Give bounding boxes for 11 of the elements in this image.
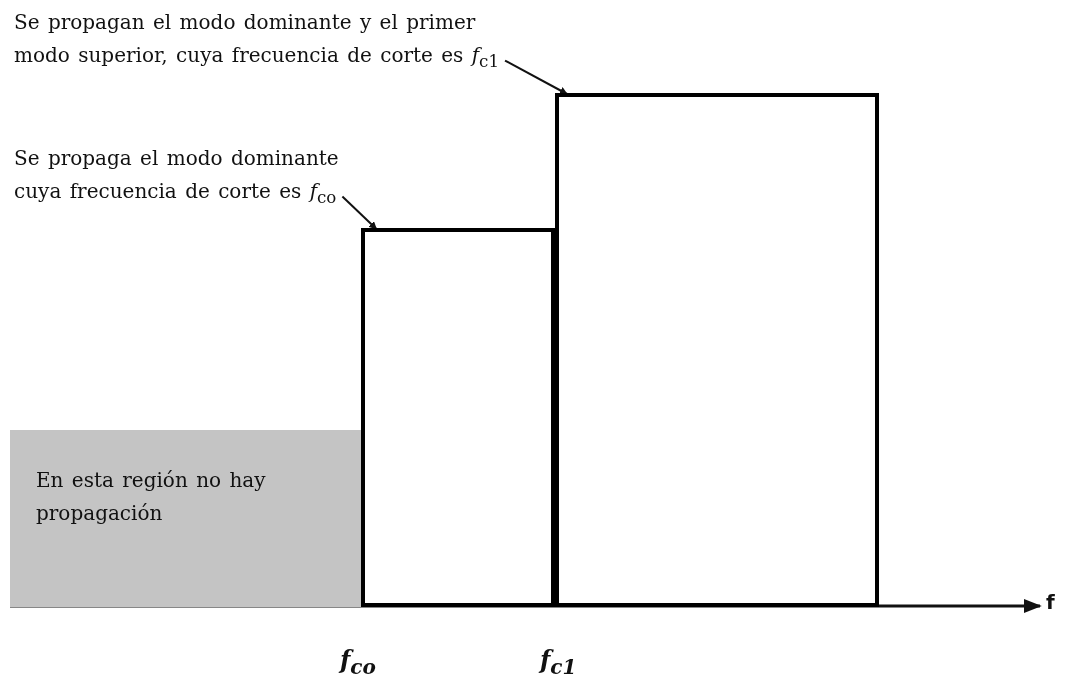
annotation-text: Se propagan el modo dominante y el primer modo superior, cuya frecuencia de corte es f$_{c1}$ (14, 6, 514, 78)
leader-arrow (341, 195, 378, 230)
tick-label: f$_{c1}$ (540, 645, 577, 679)
region-label: En esta región no hay propagación (36, 467, 267, 527)
axis-label: f (1046, 590, 1055, 614)
tick-label: f$_{co}$ (340, 645, 376, 679)
mode-band-box (555, 93, 879, 607)
no-propagation-region (10, 430, 362, 607)
leader-arrow (504, 59, 568, 95)
mode-band-box (361, 228, 555, 607)
annotation-text: Se propaga el modo dominante cuya frecuencia de corte es f$_{co}$ (14, 142, 374, 214)
